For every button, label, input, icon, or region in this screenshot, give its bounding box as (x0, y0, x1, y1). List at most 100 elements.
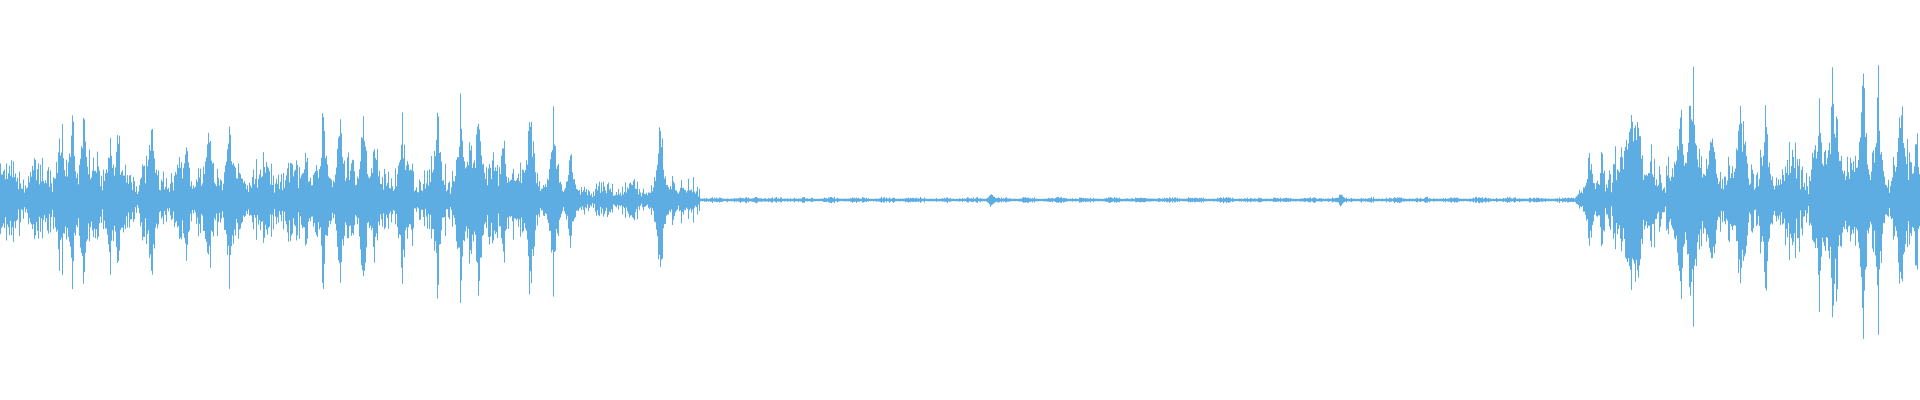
waveform-sample (1252, 198, 1253, 202)
waveform-sample (1567, 198, 1568, 203)
waveform-sample (1825, 150, 1826, 251)
waveform-sample (1510, 197, 1511, 202)
waveform-sample (888, 198, 889, 202)
waveform-sample (1706, 158, 1707, 242)
waveform-sample (551, 152, 552, 253)
waveform-sample (1064, 198, 1065, 203)
waveform-sample (557, 165, 558, 234)
waveform-sample (41, 181, 42, 219)
waveform-sample (1117, 198, 1118, 202)
waveform-sample (858, 197, 859, 202)
waveform-sample (1198, 198, 1199, 202)
waveform-sample (430, 182, 431, 215)
waveform-sample (915, 198, 916, 202)
waveform-sample (517, 178, 518, 219)
waveform-sample (1054, 198, 1055, 202)
waveform-sample (1513, 198, 1514, 202)
waveform-sample (1666, 165, 1667, 231)
waveform-sample (1251, 198, 1252, 202)
waveform-sample (807, 198, 808, 202)
waveform-sample (1491, 198, 1492, 202)
waveform-sample (1400, 197, 1401, 203)
waveform-sample (1323, 198, 1324, 202)
waveform-sample (276, 178, 277, 225)
waveform-sample (262, 176, 263, 222)
waveform-sample (576, 189, 577, 211)
waveform-sample (895, 198, 896, 202)
waveform-sample (327, 164, 328, 236)
waveform-sample (1461, 198, 1462, 202)
waveform-sample (622, 186, 623, 215)
waveform-sample (1253, 198, 1254, 202)
waveform-sample (1154, 198, 1155, 202)
waveform-sample (1475, 197, 1476, 203)
waveform-sample (1904, 148, 1905, 253)
waveform-sample (1843, 173, 1844, 227)
waveform-sample (572, 172, 573, 222)
waveform-sample (1187, 198, 1188, 202)
waveform-sample (51, 183, 52, 217)
waveform-sample (1063, 197, 1064, 203)
waveform-sample (108, 157, 109, 245)
waveform-sample (1443, 198, 1444, 202)
waveform-sample (1105, 198, 1106, 202)
waveform-sample (800, 198, 801, 202)
waveform-sample (437, 112, 438, 299)
waveform-sample (1009, 198, 1010, 202)
waveform-sample (358, 178, 359, 219)
waveform-sample (1903, 143, 1904, 255)
waveform-sample (1195, 197, 1196, 203)
waveform-sample (1140, 197, 1141, 203)
waveform-sample (167, 189, 168, 209)
waveform-sample (823, 198, 824, 202)
waveform-sample (862, 197, 863, 203)
waveform-sample (1407, 198, 1408, 202)
waveform-sample (261, 177, 262, 222)
waveform-sample (195, 186, 196, 213)
waveform-sample (447, 189, 448, 210)
waveform-sample (1419, 198, 1420, 202)
waveform-sample (1912, 173, 1913, 227)
waveform-sample (983, 198, 984, 202)
waveform-sample (333, 180, 334, 219)
waveform-sample (70, 156, 71, 247)
waveform-sample (1191, 198, 1192, 202)
waveform-sample (127, 175, 128, 228)
waveform-sample (79, 165, 80, 236)
waveform-sample (1135, 197, 1136, 203)
waveform-sample (507, 182, 508, 218)
waveform-sample (1112, 198, 1113, 202)
waveform-sample (1428, 198, 1429, 202)
waveform-sample (403, 158, 404, 250)
waveform-sample (328, 176, 329, 228)
waveform-sample (1747, 163, 1748, 236)
waveform-sample (821, 198, 822, 201)
waveform-sample (1531, 198, 1532, 202)
waveform-sample (317, 170, 318, 238)
waveform-sample (1035, 198, 1036, 202)
waveform-sample (814, 198, 815, 202)
waveform-sample (1366, 198, 1367, 202)
waveform-sample (559, 182, 560, 220)
waveform-sample (71, 135, 72, 258)
waveform-sample (1180, 198, 1181, 201)
waveform-sample (1301, 198, 1302, 202)
waveform-sample (23, 179, 24, 219)
waveform-sample (1364, 198, 1365, 202)
waveform-sample (1872, 152, 1873, 249)
waveform-sample (1457, 197, 1458, 203)
waveform-sample (1377, 198, 1378, 202)
waveform-sample (976, 197, 977, 203)
waveform-sample (406, 165, 407, 228)
waveform-sample (676, 190, 677, 211)
waveform-sample (285, 180, 286, 221)
waveform-sample (1261, 198, 1262, 202)
waveform-sample (1854, 171, 1855, 227)
waveform-sample (1795, 142, 1796, 258)
waveform-sample (1350, 198, 1351, 202)
waveform-sample (1164, 197, 1165, 203)
waveform-sample (1310, 197, 1311, 203)
waveform-sample (1677, 146, 1678, 253)
waveform-sample (203, 166, 204, 231)
waveform-sample (1129, 198, 1130, 202)
